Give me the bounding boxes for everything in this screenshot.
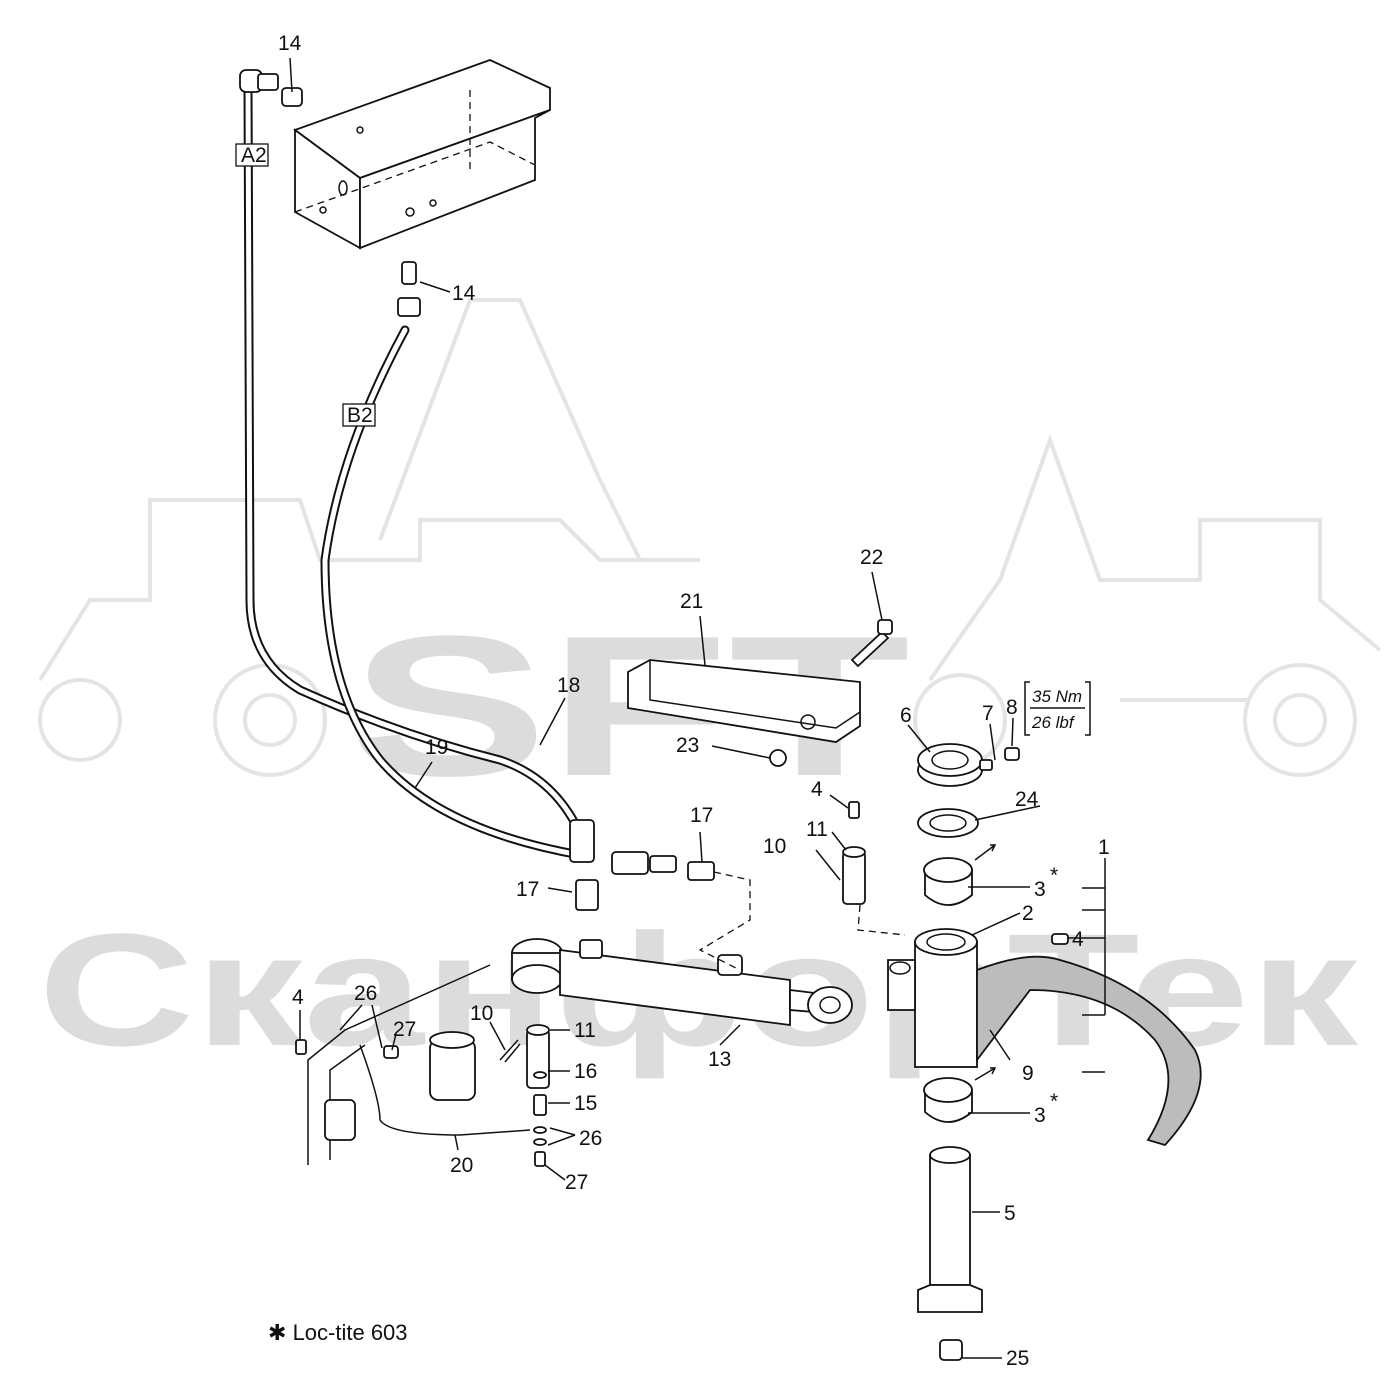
bushing-lower-part-3: [923, 1067, 997, 1123]
callout-19: 19: [425, 736, 448, 759]
blade-part-9: [976, 955, 1202, 1147]
callout-17: 17: [516, 878, 539, 901]
pin-part-11-upper: [815, 801, 866, 905]
callout-9: 9: [1022, 1062, 1034, 1085]
callout-labels: 14 14 18 19 17 17 21 22 23 6 7 8 4 24 11…: [278, 32, 1110, 1370]
svg-text:B2: B2: [347, 404, 373, 427]
callout-2: 2: [1022, 902, 1034, 925]
hose-a2: [243, 83, 590, 850]
callout-22: 22: [860, 546, 883, 569]
torque-spec: 35 Nm 26 lbf: [1024, 681, 1091, 736]
callout-26: 26: [579, 1127, 602, 1150]
frame-detail: [295, 964, 531, 1165]
connector-dash-a: [698, 871, 751, 971]
callout-24: 24: [1015, 788, 1039, 811]
callout-4: 4: [292, 986, 304, 1009]
bolt-part-22: [850, 619, 893, 668]
grease-nipple-part-4-column: [1051, 933, 1069, 945]
callout-16: 16: [574, 1060, 597, 1083]
callout-14: 14: [452, 282, 476, 305]
hose-lower-fittings: [569, 819, 715, 911]
torque-nm: 35 Nm: [1032, 687, 1082, 706]
callout-3: 3: [1034, 878, 1046, 901]
asterisk-upper: *: [1050, 864, 1058, 887]
callout-23: 23: [676, 734, 699, 757]
callout-1: 1: [1098, 836, 1110, 859]
callout-27: 27: [565, 1171, 588, 1194]
small-parts-15-16-27: [533, 1071, 547, 1167]
callout-6: 6: [900, 704, 912, 727]
callout-3: 3: [1034, 1104, 1046, 1127]
svg-text:A2: A2: [241, 144, 267, 167]
callout-5: 5: [1004, 1202, 1016, 1225]
washer-part-24: [917, 808, 979, 838]
callout-11: 11: [806, 818, 828, 841]
callout-11: 11: [574, 1019, 596, 1042]
callout-21: 21: [680, 590, 703, 613]
hose-tag-b2: B2: [342, 403, 376, 427]
watermark-tractor-illustration: [38, 298, 1382, 777]
callout-10: 10: [763, 835, 786, 858]
cotter-pin-part-10-cylinder: [499, 1039, 521, 1063]
hydraulic-cylinder-part-13: [511, 938, 853, 1027]
callout-10: 10: [470, 1002, 493, 1025]
callout-27: 27: [393, 1018, 416, 1041]
hose-tag-a2: A2: [235, 143, 269, 167]
column-housing-part-2: [887, 928, 978, 1068]
footnote-text: Loc-tite 603: [292, 1320, 408, 1345]
callout-18: 18: [557, 674, 580, 697]
leader-lines: [289, 57, 1106, 1359]
callout-20: 20: [450, 1154, 473, 1177]
callout-7: 7: [982, 702, 994, 725]
hose-elbow-fitting: [239, 69, 303, 107]
footnote: ✱ Loc-tite 603: [268, 1320, 408, 1346]
callout-8: 8: [1006, 696, 1018, 719]
bracket-part-21: [627, 659, 861, 743]
tank-box: [293, 59, 551, 250]
callout-4: 4: [1072, 928, 1084, 951]
connector-dash-b: [857, 904, 906, 936]
plug-part-25: [939, 1339, 963, 1361]
footnote-star: ✱: [268, 1320, 287, 1345]
callout-15: 15: [574, 1092, 597, 1115]
nut-part-23: [769, 749, 787, 767]
callout-25: 25: [1006, 1347, 1029, 1370]
asterisk-lower: *: [1050, 1090, 1058, 1113]
clamp-ring-part-6: [917, 743, 1020, 787]
pivot-pin-part-5: [917, 1146, 983, 1313]
callout-26: 26: [354, 982, 377, 1005]
callout-17: 17: [690, 804, 713, 827]
callout-13: 13: [708, 1048, 731, 1071]
bushing-upper-part-3: [923, 844, 997, 906]
torque-lbf: 26 lbf: [1031, 713, 1076, 732]
hose-b2: [320, 325, 585, 860]
hose-b2-end-fitting: [397, 261, 421, 317]
callout-4: 4: [811, 778, 823, 801]
callout-14: 14: [278, 32, 302, 55]
